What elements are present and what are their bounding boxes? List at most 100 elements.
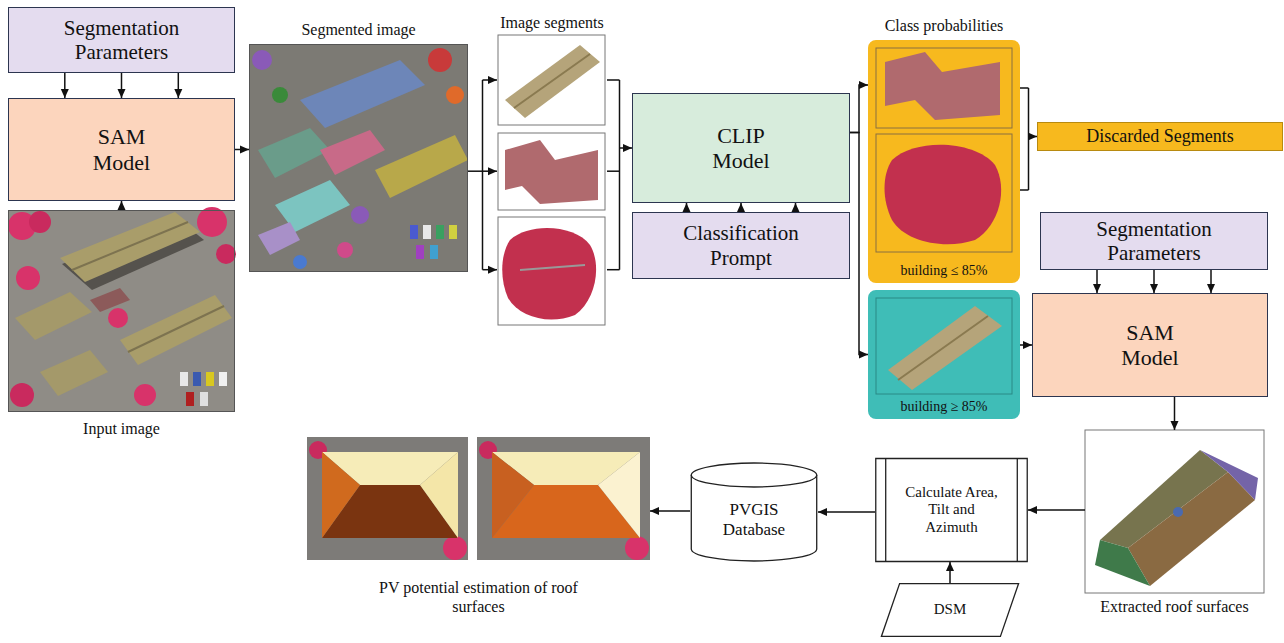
box-label: CLIP Model (706, 123, 776, 174)
ridge (514, 54, 590, 108)
panel-caption: Class probabilities (885, 16, 1004, 35)
segment (410, 225, 418, 239)
segment (428, 48, 452, 72)
thumbnail-frame (498, 217, 605, 325)
connector (468, 76, 497, 274)
roof (120, 295, 232, 365)
arrowhead (650, 507, 659, 515)
box-label: Calculate Area, Tilt and Azimuth (902, 484, 1002, 536)
connector-line (468, 170, 483, 172)
box-label: PVGIS Database (709, 500, 799, 539)
thumbnail-frame (876, 134, 1012, 252)
segment (258, 128, 330, 178)
connector-line (619, 80, 621, 270)
model-box: SAM Model (8, 98, 235, 201)
car (219, 372, 227, 386)
extracted-roof-image (1085, 430, 1264, 593)
arrowhead (240, 146, 249, 154)
roof (15, 292, 92, 340)
ground (477, 437, 650, 560)
segment (436, 225, 444, 239)
arrowhead (792, 203, 800, 212)
connector (1020, 88, 1037, 190)
arrowhead (683, 203, 691, 212)
ridge (128, 306, 224, 352)
detail (520, 265, 585, 270)
discard-box: Discarded Segments (1037, 122, 1283, 151)
connector (1020, 341, 1032, 349)
roof-facet (1200, 450, 1258, 500)
segment (293, 255, 307, 269)
process-side-line (885, 458, 886, 562)
ridge (898, 316, 988, 380)
segment (446, 86, 464, 104)
segment (430, 245, 438, 259)
car (186, 392, 194, 406)
ridge (72, 222, 188, 270)
box-label: Classification Prompt (666, 221, 816, 269)
panel-caption: PV potential estimation of roof surfaces (379, 578, 579, 616)
arrowhead (859, 81, 868, 89)
tree (197, 207, 227, 237)
panel-caption: Segmented image (301, 20, 415, 39)
connector-line (850, 85, 868, 133)
connector (850, 133, 868, 359)
connector-line (607, 269, 620, 271)
arrowhead (61, 89, 69, 98)
roof-facet (1095, 540, 1150, 586)
roof-facet (1128, 472, 1255, 586)
segment (300, 60, 425, 128)
box-label: Discarded Segments (1086, 126, 1233, 147)
image-panel: Input image (8, 210, 235, 412)
arrowhead (859, 351, 868, 359)
model-box: SAM Model (1032, 293, 1268, 397)
arrowhead (118, 89, 126, 98)
connector (1093, 270, 1215, 293)
thumbnail-frame (498, 35, 605, 125)
segment (505, 140, 598, 204)
model-box: CLIP Model (632, 93, 850, 203)
box-label: SAM Model (87, 124, 157, 175)
roof-detail (1173, 507, 1183, 517)
image-panel: Segmented image (249, 44, 468, 272)
arrowhead (118, 201, 126, 210)
arrowhead (1028, 133, 1037, 141)
connector (235, 146, 249, 154)
thumbnail-frame (876, 48, 1012, 128)
probability-label: building ≥ 85% (900, 399, 987, 416)
arrowhead (1093, 284, 1101, 293)
segment (449, 225, 457, 239)
segment (423, 225, 431, 239)
segment (252, 50, 272, 70)
parameter-box: Segmentation Parameters (1040, 212, 1268, 270)
roof-facet (492, 452, 534, 538)
connector (946, 562, 954, 583)
prompt-box: Classification Prompt (632, 212, 850, 279)
arrowhead (623, 144, 632, 152)
roof-segment (888, 306, 1002, 390)
roof-facet (420, 452, 458, 538)
arrowhead (1171, 421, 1179, 430)
box-label: SAM Model (1115, 320, 1185, 371)
connector (118, 201, 126, 210)
arrowhead (1150, 284, 1158, 293)
ground (307, 437, 468, 560)
frame (1085, 430, 1264, 593)
car (200, 392, 208, 406)
image-panel: PV potential estimation of roof surfaces (307, 437, 650, 560)
car (180, 372, 188, 386)
roof-facet (322, 452, 360, 538)
segment (416, 245, 424, 259)
segment (320, 130, 385, 175)
roof-facet (598, 452, 640, 538)
panel-caption: Input image (83, 419, 160, 438)
process-box: Calculate Area, Tilt and Azimuth (875, 458, 1028, 562)
high-probability-panel (868, 290, 1020, 419)
tree (134, 384, 156, 406)
tree (443, 536, 467, 560)
arrowhead (946, 562, 954, 571)
tree (625, 536, 649, 560)
segment (351, 206, 369, 224)
